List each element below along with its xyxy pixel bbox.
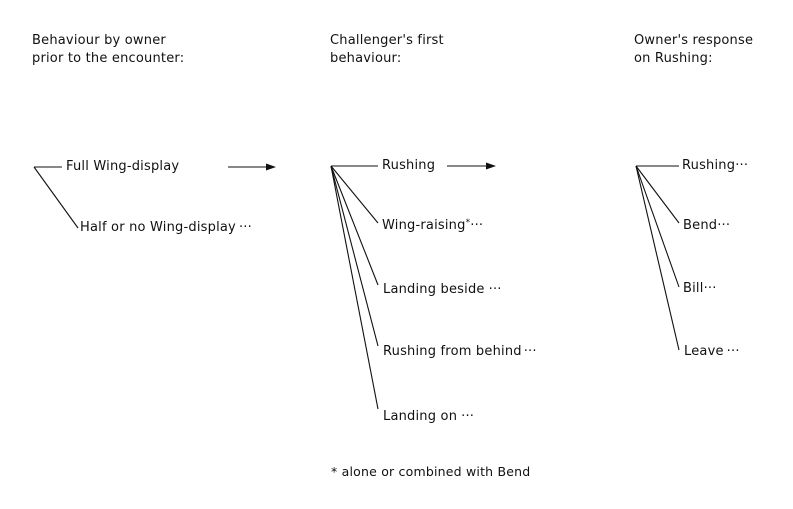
branch-landing-on: Landing on··· xyxy=(383,409,474,425)
branch-rushing-from-behind: Rushing from behind··· xyxy=(383,344,537,360)
tree-owner-prior xyxy=(33,163,276,229)
branch-label: Leave xyxy=(684,344,724,359)
continuation-dots: ··· xyxy=(238,220,252,235)
heading-line: on Rushing: xyxy=(634,51,713,66)
continuation-dots: ··· xyxy=(470,218,484,233)
footnote: * alone or combined with Bend xyxy=(331,464,531,479)
continuation-dots: ··· xyxy=(488,282,502,297)
branch-response-bill: Bill··· xyxy=(683,281,717,297)
branch-full-wing-display: Full Wing-display xyxy=(66,159,179,175)
branch-response-leave: Leave··· xyxy=(684,344,740,360)
branch-label: Rushing xyxy=(682,158,736,173)
branch-label: Landing beside xyxy=(383,282,485,297)
continuation-dots: ··· xyxy=(717,218,731,233)
branch-label: Full Wing-display xyxy=(66,159,180,174)
column-heading-owner-response: Owner's response on Rushing: xyxy=(634,32,753,68)
heading-line: prior to the encounter: xyxy=(32,51,185,66)
branch-label: Half or no Wing-display xyxy=(80,220,236,235)
footnote-marker: * xyxy=(465,218,471,228)
branch-label: Bend xyxy=(683,218,718,233)
heading-line: Behaviour by owner xyxy=(32,33,166,48)
continuation-dots: ··· xyxy=(735,158,749,173)
continuation-dots: ··· xyxy=(523,344,537,359)
branch-label: Rushing from behind xyxy=(383,344,522,359)
tree-challenger xyxy=(330,162,496,410)
heading-line: Owner's response xyxy=(634,33,754,48)
branch-rushing: Rushing xyxy=(382,158,435,174)
continuation-dots: ··· xyxy=(726,344,740,359)
heading-line: Challenger's first xyxy=(330,33,444,48)
branch-wing-raising: Wing-raising*··· xyxy=(382,218,483,234)
continuation-dots: ··· xyxy=(461,409,475,424)
branch-label: Landing on xyxy=(383,409,458,424)
branch-landing-beside: Landing beside··· xyxy=(383,282,502,298)
branch-response-rushing: Rushing··· xyxy=(682,158,748,174)
continuation-dots: ··· xyxy=(703,281,717,296)
tree-owner-response xyxy=(635,165,680,351)
branch-label: Bill xyxy=(683,281,704,296)
heading-line: behaviour: xyxy=(330,51,402,66)
column-heading-challenger: Challenger's first behaviour: xyxy=(330,32,444,68)
branch-label: Wing-raising xyxy=(382,218,466,233)
branch-half-or-no-wing-display: Half or no Wing-display··· xyxy=(80,220,252,236)
column-heading-owner-prior: Behaviour by owner prior to the encounte… xyxy=(32,32,184,68)
branch-response-bend: Bend··· xyxy=(683,218,730,234)
branch-label: Rushing xyxy=(382,158,436,173)
